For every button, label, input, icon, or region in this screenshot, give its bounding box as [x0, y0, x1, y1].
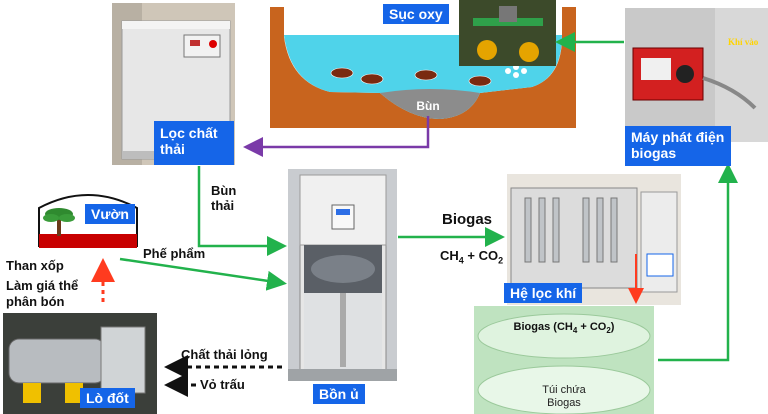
- biogas-label: Biogas: [442, 211, 493, 228]
- gas-in-label: Khí vào: [728, 37, 759, 47]
- digester-photo: [288, 169, 397, 381]
- sludge-label: Bùn: [416, 99, 439, 113]
- liquid-waste-label: Chất thải lỏng: [181, 347, 268, 362]
- waste-filter-illustration: [112, 3, 235, 165]
- gas-composition-label: CH4 + CO2: [440, 248, 504, 266]
- arrow-filter-to-digester: [197, 166, 287, 256]
- arrow-bags-to-generator: [658, 163, 738, 362]
- fertilizer-label: phân bón: [6, 294, 65, 309]
- sludge-out-label: Bùn thải: [211, 183, 237, 213]
- substrate-label: Làm giá thể: [6, 278, 79, 293]
- waste-filter-tag: Lọc chất thải: [154, 121, 234, 165]
- byproduct-label: Phế phẩm: [143, 246, 206, 261]
- waste-filter-photo: [112, 3, 235, 165]
- generator-photo: Khí vào: [625, 8, 768, 142]
- digester-tag: Bồn ủ: [313, 384, 365, 404]
- aerator-photo: [459, 0, 556, 66]
- bag-storage-label: Túi chứa Biogas: [542, 384, 586, 409]
- biogas-bags-photo: Biogas (CH4 + CO2) Túi chứa Biogas: [474, 306, 654, 414]
- generator-tag: Máy phát điện biogas: [625, 126, 731, 166]
- oxygen-tag: Sục oxy: [383, 4, 449, 24]
- furnace-tag: Lò đốt: [80, 388, 135, 408]
- charcoal-label: Than xốp: [6, 258, 64, 273]
- husk-label: Vỏ trấu: [200, 377, 245, 392]
- arrow-sludge-to-filter: [243, 116, 430, 157]
- arrow-garden-to-digester: [119, 257, 287, 291]
- bag-biogas-label: Biogas (CH4 + CO2): [513, 321, 615, 336]
- garden-tag: Vườn: [85, 204, 135, 224]
- gas-filter-tag: Hệ lọc khí: [504, 283, 583, 303]
- furnace-photo: [3, 313, 157, 414]
